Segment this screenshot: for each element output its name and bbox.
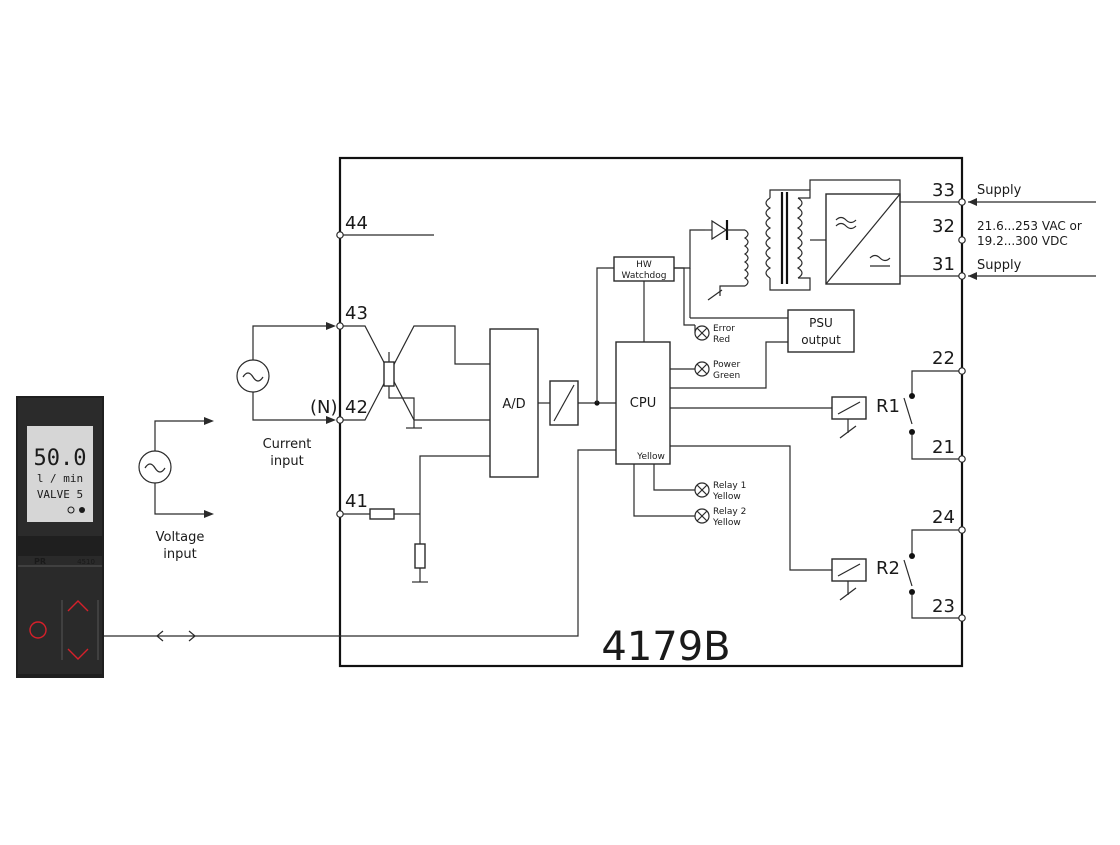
relay2-led-label-2: Yellow — [712, 518, 741, 528]
relay-r1: R1 — [670, 396, 900, 439]
psu-label-2: output — [801, 333, 841, 347]
current-source: Current input — [236, 322, 336, 469]
cpu-block — [615, 341, 671, 465]
brand-logo: PR — [34, 557, 46, 566]
relay-r2: R2 — [670, 445, 900, 601]
voltage-divider — [343, 455, 490, 583]
supply-range-1: 21.6...253 VAC or — [977, 219, 1082, 233]
relay1-led-label-1: Relay 1 — [713, 481, 746, 491]
terminal-44 — [336, 231, 344, 239]
watchdog-label-1: HW — [636, 260, 652, 270]
supply-top-label: Supply — [977, 183, 1022, 198]
terminal-43 — [336, 322, 344, 330]
terminal-42 — [336, 416, 344, 424]
power-led: Power Green — [670, 360, 741, 381]
ad-label: A/D — [502, 397, 525, 412]
relay-r1-contact — [903, 370, 962, 460]
psu-label-1: PSU — [809, 316, 833, 330]
relay2-led-label-1: Relay 2 — [713, 507, 746, 517]
module-name: 4179B — [601, 624, 730, 670]
relay-r2-label: R2 — [876, 558, 900, 579]
terminal-33-label: 33 — [932, 180, 955, 201]
supply-range-2: 19.2...300 VDC — [977, 234, 1068, 248]
model-label: 4510 — [77, 558, 95, 566]
terminal-32 — [958, 236, 966, 244]
psu-output-block — [787, 309, 855, 353]
terminal-33 — [958, 198, 966, 206]
current-input-label-1: Current — [263, 437, 312, 452]
display-down-button[interactable] — [67, 648, 89, 660]
watchdog-label-2: Watchdog — [622, 271, 667, 281]
terminal-32-label: 32 — [932, 216, 955, 237]
terminal-31 — [958, 272, 966, 280]
relay-r1-label: R1 — [876, 396, 900, 417]
terminal-44-label: 44 — [345, 213, 368, 234]
terminal-21-label: 21 — [932, 437, 955, 458]
lcd-unit: l / min — [37, 472, 83, 485]
terminal-23-label: 23 — [932, 596, 955, 617]
terminal-n-label: (N) — [310, 397, 338, 418]
terminal-31-label: 31 — [932, 254, 955, 275]
voltage-input-label-2: input — [163, 547, 196, 562]
terminal-24-label: 24 — [932, 507, 955, 528]
current-input-label-2: input — [270, 454, 303, 469]
terminal-41 — [336, 510, 344, 518]
cpu-sub-label: Yellow — [636, 452, 665, 462]
relay1-led: Relay 1 Yellow — [653, 464, 746, 502]
display-up-button[interactable] — [67, 600, 89, 612]
lcd-tag: VALVE 5 — [37, 488, 83, 501]
relay2-led: Relay 2 Yellow — [633, 464, 746, 528]
terminal-41-label: 41 — [345, 491, 368, 512]
display-unit-4510: 50.0 l / min VALVE 5 PR 4510 — [16, 396, 104, 678]
relay-r2-contact — [903, 529, 962, 619]
ad-converter-block — [489, 328, 539, 478]
lcd-value: 50.0 — [34, 446, 87, 471]
cpu-label: CPU — [630, 396, 656, 411]
terminal-22 — [958, 367, 966, 375]
module-outline — [338, 156, 964, 668]
display-ok-button[interactable] — [29, 621, 47, 639]
input-shunt-network — [343, 325, 490, 429]
terminal-21 — [958, 455, 966, 463]
error-led-label-1: Error — [713, 324, 735, 334]
shunt-resistor — [383, 361, 395, 387]
terminal-23 — [958, 614, 966, 622]
power-led-label-1: Power — [713, 360, 741, 370]
lcd-screen — [27, 426, 93, 522]
voltage-input-label-1: Voltage — [156, 530, 205, 545]
terminal-22-label: 22 — [932, 348, 955, 369]
display-comms-wire — [104, 449, 616, 637]
terminal-43-label: 43 — [345, 303, 368, 324]
relay1-led-label-2: Yellow — [712, 492, 741, 502]
rectifier-diode — [705, 219, 745, 241]
ac-dc-converter — [825, 193, 901, 285]
voltage-source: Voltage input — [138, 417, 214, 562]
supply-bottom-label: Supply — [977, 258, 1022, 273]
transformer — [765, 189, 826, 291]
watchdog-coil — [719, 229, 749, 296]
error-led-label-2: Red — [713, 335, 730, 345]
terminal-24 — [958, 526, 966, 534]
hw-watchdog-block — [613, 256, 675, 282]
error-led: Error Red — [694, 324, 735, 345]
terminal-42-label: 42 — [345, 397, 368, 418]
power-led-label-2: Green — [713, 371, 740, 381]
